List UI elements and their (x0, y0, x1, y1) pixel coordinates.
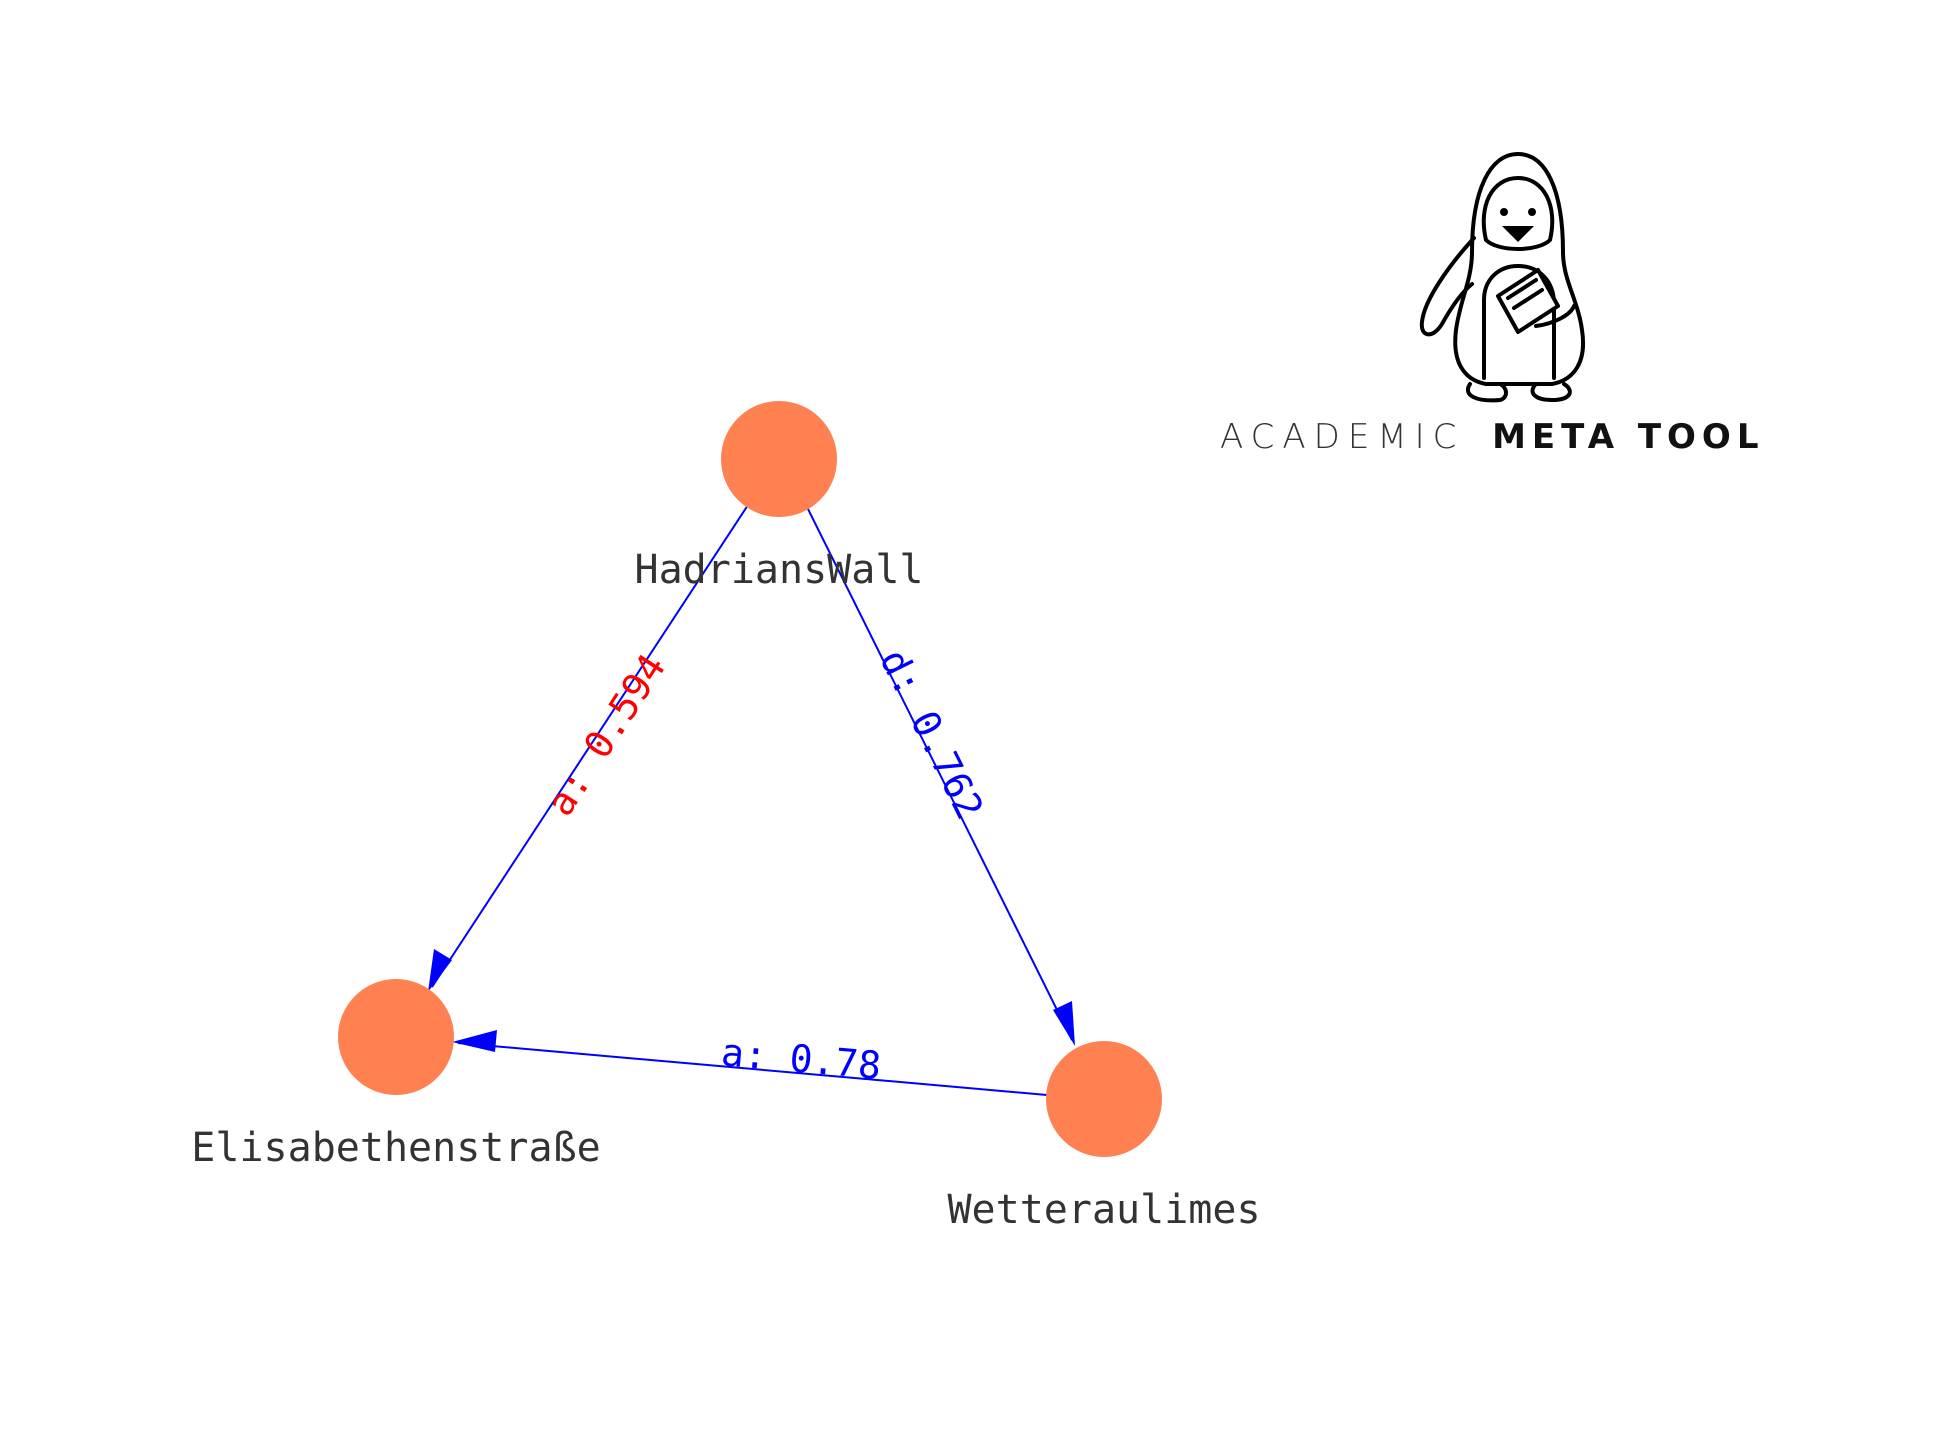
penguin-eye-left (1500, 208, 1508, 216)
logo-text-light: ACADEMIC (1220, 417, 1464, 457)
penguin-icon (1419, 152, 1586, 403)
edge-line (805, 504, 1073, 1041)
edge-label: a: 0.78 (719, 1030, 882, 1088)
edge-label: a: 0.594 (538, 646, 675, 823)
node-elisabethenstrasse[interactable]: Elisabethenstraße (191, 979, 601, 1171)
node-hadrianswall[interactable]: HadriansWall (635, 401, 924, 593)
node-label: Wetteraulimes (947, 1187, 1260, 1233)
node-wetteraulimes[interactable]: Wetteraulimes (947, 1041, 1261, 1233)
node-circle[interactable] (721, 401, 837, 517)
edge-wetteraulimes-elisabethenstrasse: a: 0.78 (452, 1030, 1048, 1096)
node-circle[interactable] (1046, 1041, 1162, 1157)
edge-arrowhead (428, 949, 452, 992)
logo-text-bold: META TOOL (1492, 417, 1764, 457)
edge-label: d: 0.762 (871, 642, 992, 826)
logo-wordmark: ACADEMIC META TOOL (1220, 417, 1765, 457)
node-label: HadriansWall (635, 547, 924, 593)
penguin-eye-right (1528, 208, 1536, 216)
edge-arrowhead (1053, 1001, 1075, 1046)
node-circle[interactable] (338, 979, 454, 1095)
edge-line (431, 504, 749, 988)
node-label: Elisabethenstraße (191, 1125, 600, 1171)
penguin-beak (1502, 226, 1534, 242)
edge-arrowhead (452, 1030, 497, 1052)
academic-meta-tool-logo: ACADEMIC META TOOL (1220, 152, 1765, 457)
edge-line (457, 1042, 1048, 1096)
